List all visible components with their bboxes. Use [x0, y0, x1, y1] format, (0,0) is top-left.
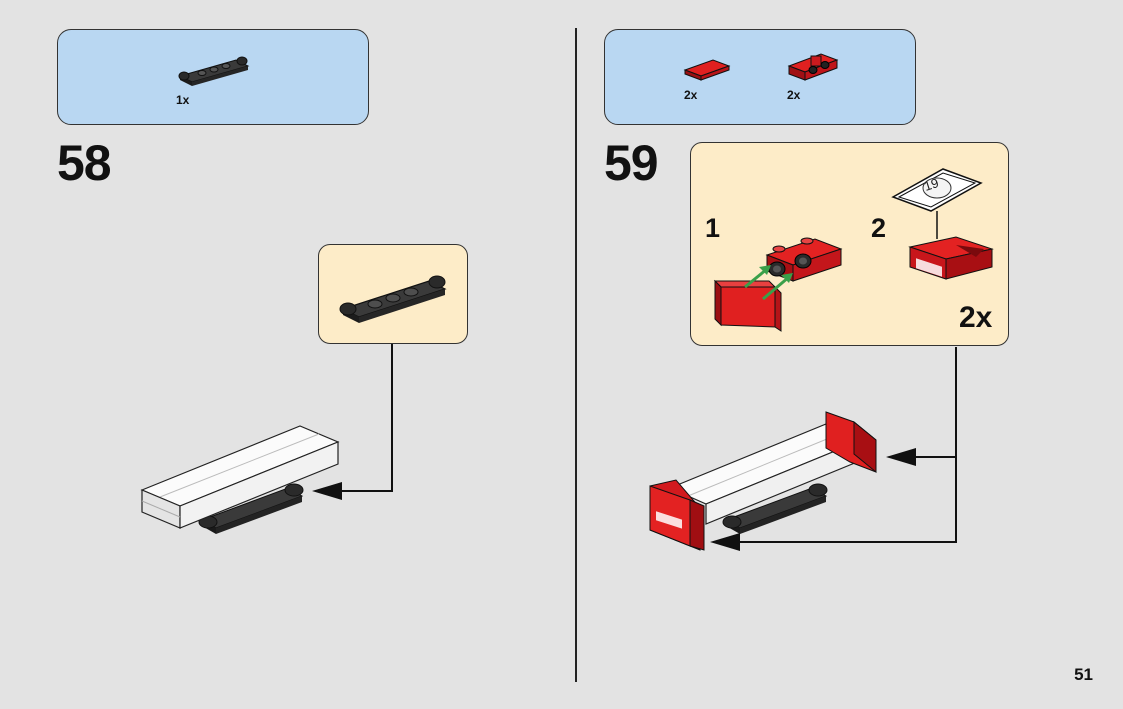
- assembly-multiplier: 2x: [959, 301, 993, 334]
- black-plate-with-clips-icon: [178, 56, 250, 86]
- red-tile-icon: [683, 59, 731, 81]
- model-trailer-bed-59: [649, 411, 877, 551]
- part-quantity: 1x: [176, 93, 190, 107]
- sticker-sheet-icon: [891, 168, 983, 239]
- red-bracket-icon: [787, 53, 839, 81]
- red-tile-icon: [713, 279, 782, 332]
- part-quantity: 2x: [684, 88, 698, 102]
- substep-number: 2: [871, 213, 887, 243]
- model-trailer-bed-58: [140, 425, 340, 534]
- step-number-58: 58: [57, 135, 112, 191]
- parts-list-box-59: 2x 2x: [604, 29, 916, 125]
- black-plate-with-clips-icon: [339, 275, 447, 323]
- part-callout-58: [318, 244, 468, 344]
- page-number: 51: [1074, 665, 1093, 684]
- red-brick-with-sticker-icon: [908, 236, 994, 280]
- sub-assembly-callout-59: 1 2 19 2x: [690, 142, 1009, 346]
- part-quantity: 2x: [787, 88, 801, 102]
- parts-list-box-58: 1x: [57, 29, 369, 125]
- green-insert-arrows-icon: [744, 265, 793, 301]
- step-number-59: 59: [604, 135, 659, 191]
- substep-number: 1: [705, 213, 721, 243]
- placement-arrow-58: [312, 344, 393, 500]
- page-divider: [575, 28, 577, 682]
- placement-arrows-59: [710, 347, 957, 551]
